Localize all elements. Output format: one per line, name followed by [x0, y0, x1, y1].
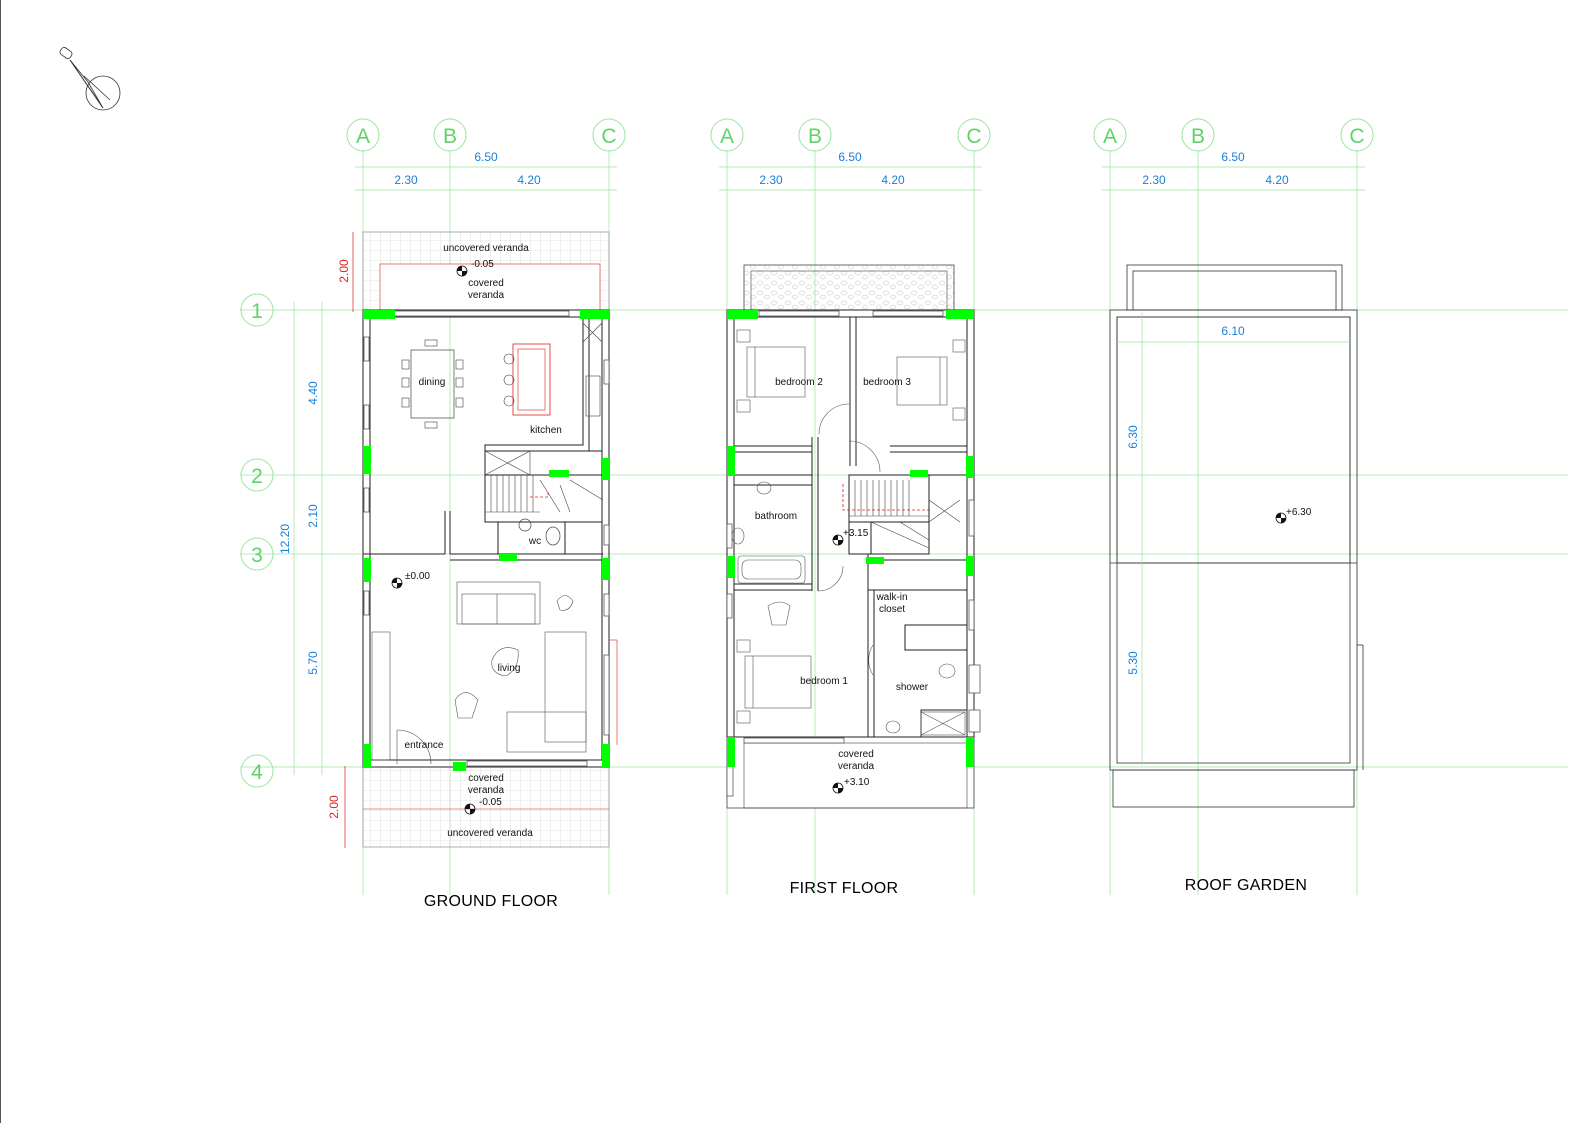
roof-dimension-lines — [1117, 312, 1350, 765]
dim-bay-ab: 2.30 — [759, 173, 783, 187]
toilet-icon — [938, 663, 956, 679]
axis-label-1: 1 — [251, 300, 263, 323]
dim-row-3-4: 5.70 — [306, 651, 320, 675]
dim-bay-bc: 4.20 — [517, 173, 541, 187]
level-marker-icon — [391, 577, 403, 589]
dim-bay-bc: 4.20 — [1265, 173, 1289, 187]
stair-arrow-icon — [530, 490, 549, 498]
room-label-walkin-closet: walk-in — [875, 592, 907, 603]
dim-roof-width: 6.10 — [1221, 324, 1245, 338]
axis-label-a: A — [720, 125, 734, 148]
sofa-icon — [544, 631, 587, 743]
dim-total-depth: 12.20 — [278, 524, 292, 554]
toilet-icon — [545, 526, 561, 546]
stair-arrow-icon — [842, 484, 930, 511]
dim-bay-ab: 2.30 — [394, 173, 418, 187]
dim-total-width: 6.50 — [1221, 150, 1245, 164]
north-arrow-icon — [59, 47, 121, 111]
sheet-border — [0, 0, 1, 1123]
room-label-bedroom-2: bedroom 2 — [775, 377, 823, 388]
bathtub-icon — [737, 555, 806, 584]
room-label-uncovered-veranda: uncovered veranda — [447, 828, 533, 839]
bed-icon — [744, 655, 812, 709]
room-label-living: living — [498, 663, 521, 674]
level-marker-icon — [832, 782, 844, 794]
room-label-covered-veranda: veranda — [468, 785, 505, 796]
vertical-dimension-lines — [293, 302, 323, 775]
wc-basin-icon — [518, 518, 532, 532]
plan-title-ground-floor: GROUND FLOOR — [424, 893, 558, 910]
room-label-bathroom: bathroom — [755, 511, 797, 522]
room-label-wc: wc — [528, 536, 541, 547]
plan-title-roof-garden: ROOF GARDEN — [1185, 877, 1307, 894]
dim-total-width: 6.50 — [474, 150, 498, 164]
roof-garden-plan — [1109, 264, 1364, 808]
axis-label-4: 4 — [251, 761, 263, 784]
level-top-veranda: -0.05 — [471, 259, 494, 270]
level-bottom-veranda: -0.05 — [479, 797, 502, 808]
horizontal-dimension-lines — [355, 166, 1365, 191]
level-marker-icon — [1275, 512, 1287, 524]
dim-bay-bc: 4.20 — [881, 173, 905, 187]
axis-label-c: C — [966, 125, 981, 148]
axis-label-b: B — [1191, 125, 1205, 148]
level-marker-icon — [456, 265, 468, 277]
dim-bay-ab: 2.30 — [1142, 173, 1166, 187]
axis-label-b: B — [808, 125, 822, 148]
sink-icon — [756, 481, 772, 495]
level-marker-icon — [464, 803, 476, 815]
level-veranda: +3.10 — [844, 777, 870, 788]
sink-icon — [885, 720, 901, 734]
room-label-shower: shower — [896, 682, 929, 693]
dim-row-1-2: 4.40 — [306, 381, 320, 405]
dim-row-2-3: 2.10 — [306, 504, 320, 528]
room-label-covered-veranda: covered — [838, 749, 874, 760]
axis-label-a: A — [1103, 125, 1117, 148]
axis-label-b: B — [443, 125, 457, 148]
level-roof: +6.30 — [1286, 507, 1312, 518]
axis-label-a: A — [356, 125, 370, 148]
hob-icon — [585, 375, 601, 417]
room-label-covered-veranda: veranda — [838, 761, 875, 772]
room-label-kitchen: kitchen — [530, 425, 562, 436]
dim-roof-upper: 6.30 — [1126, 425, 1140, 449]
dining-table-icon — [410, 349, 455, 419]
plan-title-first-floor: FIRST FLOOR — [790, 880, 899, 897]
dim-veranda-top: 2.00 — [337, 259, 351, 283]
room-label-dining: dining — [419, 377, 446, 388]
room-label-covered-veranda: covered — [468, 278, 504, 289]
dim-roof-lower: 5.30 — [1126, 651, 1140, 675]
axis-label-3: 3 — [251, 544, 263, 567]
room-label-bedroom-3: bedroom 3 — [863, 377, 911, 388]
room-label-entrance: entrance — [405, 740, 444, 751]
axis-bubbles — [240, 118, 1374, 788]
level-landing: +3.15 — [843, 528, 869, 539]
bed-icon — [896, 356, 948, 406]
room-label-covered-veranda: covered — [468, 773, 504, 784]
level-marker-icon — [832, 534, 844, 546]
dim-veranda-bottom: 2.00 — [327, 795, 341, 819]
room-label-bedroom-1: bedroom 1 — [800, 676, 848, 687]
veranda-dimension-lines — [344, 232, 354, 848]
first-floor-plan — [726, 264, 981, 809]
level-interior: ±0.00 — [405, 571, 430, 582]
room-label-uncovered-veranda: uncovered veranda — [443, 243, 529, 254]
axis-label-c: C — [1349, 125, 1364, 148]
room-label-covered-veranda: veranda — [468, 290, 505, 301]
bed-icon — [746, 346, 806, 398]
axis-label-2: 2 — [251, 465, 263, 488]
ground-floor-plan — [362, 231, 618, 848]
dim-total-width: 6.50 — [838, 150, 862, 164]
axis-label-c: C — [601, 125, 616, 148]
room-label-walkin-closet: closet — [879, 604, 905, 615]
